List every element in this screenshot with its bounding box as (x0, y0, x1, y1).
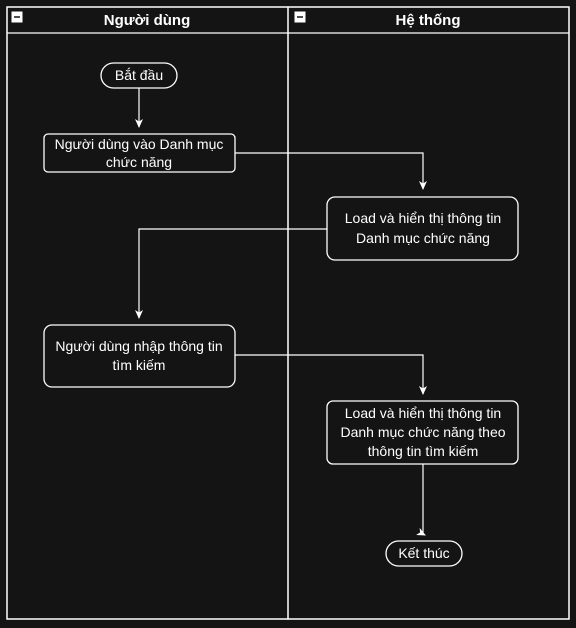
node-input-search-line-1: Người dùng nhập thông tin (55, 338, 222, 354)
node-end[interactable]: Kết thúc (385, 540, 463, 567)
node-enter-menu-line-2: chức năng (106, 154, 172, 170)
edge-load-search-to-end (416, 464, 426, 536)
edge-input-search-to-load-search (235, 354, 427, 395)
node-start[interactable]: Bắt đầu (100, 62, 178, 89)
lane-user-frame (6, 6, 289, 620)
node-load-search-line-1: Load và hiển thị thông tin (345, 405, 501, 421)
node-load-menu-line-1: Load và hiển thị thông tin (345, 210, 501, 226)
minus-square-icon[interactable] (11, 11, 23, 23)
node-end-label: Kết thúc (398, 545, 449, 561)
node-load-menu[interactable]: Load và hiển thị thông tin Danh mục chức… (326, 196, 519, 261)
minus-square-icon[interactable] (294, 11, 306, 23)
edge-load-menu-to-input-search (135, 228, 327, 319)
node-load-search-line-3: thông tin tìm kiếm (368, 443, 479, 459)
node-load-search[interactable]: Load và hiển thị thông tin Danh mục chức… (326, 400, 519, 465)
lane-system: Hệ thống (287, 6, 570, 620)
lane-user: Người dùng (6, 6, 289, 620)
node-input-search-line-2: tìm kiếm (113, 357, 166, 373)
edge-enter-menu-to-load-menu (235, 152, 427, 190)
node-enter-menu[interactable]: Người dùng vào Danh mục chức năng (43, 133, 236, 173)
node-input-search[interactable]: Người dùng nhập thông tin tìm kiếm (43, 324, 236, 388)
lane-system-title: Hệ thống (396, 12, 461, 29)
lane-system-frame (287, 6, 570, 620)
node-enter-menu-line-1: Người dùng vào Danh mục (55, 136, 224, 152)
node-load-menu-line-2: Danh mục chức năng (356, 230, 490, 246)
lane-user-title: Người dùng (104, 12, 191, 29)
edges (135, 88, 427, 536)
node-load-search-line-2: Danh mục chức năng theo (340, 424, 505, 440)
node-start-label: Bắt đầu (115, 67, 163, 83)
